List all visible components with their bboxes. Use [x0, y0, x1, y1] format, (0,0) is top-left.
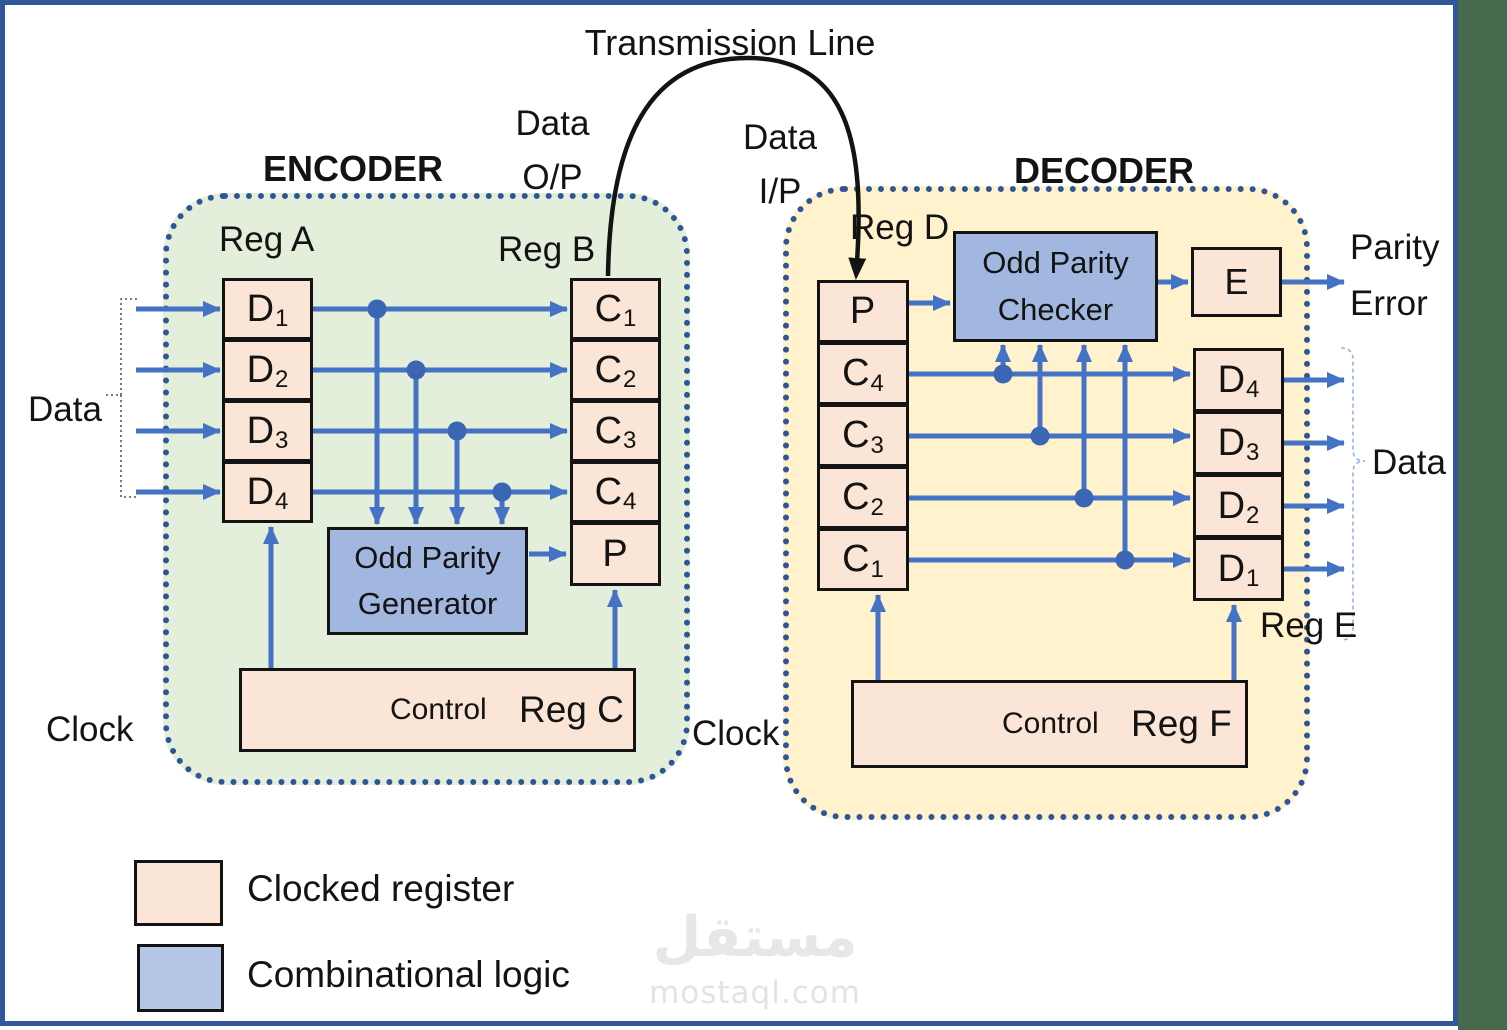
cell-label: C: [594, 348, 623, 391]
odd-parity-checker-box: Odd Parity Checker: [953, 231, 1158, 342]
cell-label: D: [246, 348, 275, 391]
parity-error-label-line2: Error: [1350, 284, 1428, 323]
cell-subscript: 3: [275, 427, 289, 454]
cell-subscript: 2: [870, 493, 884, 521]
cell-label: C: [842, 352, 870, 394]
checker-label-line2: Checker: [997, 291, 1114, 327]
reg-f-label: Reg F: [1131, 703, 1232, 744]
generator-label-line2: Generator: [357, 586, 498, 621]
cell-label: D: [1217, 484, 1246, 527]
reg-b-label: Reg B: [498, 230, 596, 269]
cell-label: E: [1224, 261, 1249, 302]
cell-label: D: [246, 409, 275, 452]
cell-subscript: 1: [275, 305, 289, 332]
parity-error-label-line1: Parity: [1350, 228, 1440, 267]
clock-right-label: Clock: [692, 714, 780, 753]
cell-label: C: [594, 470, 623, 513]
watermark-url: mostaql.com: [649, 975, 861, 1011]
reg-d-cell-p: P: [817, 280, 909, 343]
cell-label: D: [246, 287, 275, 330]
encoder-title: ENCODER: [263, 148, 444, 189]
generator-label-line1: Odd Parity: [354, 539, 501, 575]
legend-swatch-clocked-register: [134, 860, 223, 926]
clock-left-label: Clock: [46, 710, 134, 749]
legend-label-clocked-register: Clocked register: [247, 868, 515, 909]
cell-subscript: 4: [1246, 376, 1260, 403]
cell-subscript: 3: [870, 431, 884, 459]
data-op-label-line1: Data: [515, 104, 590, 143]
transmission-line-label: Transmission Line: [584, 22, 876, 63]
reg-e-label: Reg E: [1260, 606, 1358, 645]
cell-label: D: [1217, 421, 1246, 464]
cell-subscript: 1: [1246, 565, 1260, 592]
reg-d-label: Reg D: [850, 208, 950, 247]
cell-subscript: 3: [623, 427, 637, 454]
cell-subscript: 2: [275, 366, 289, 393]
reg-a-label: Reg A: [219, 220, 315, 259]
control-label: Control: [1002, 707, 1099, 740]
cell-label: C: [594, 287, 623, 330]
cell-subscript: 4: [623, 488, 637, 515]
watermark-logo: مستقل: [652, 905, 858, 970]
legend-swatch-combinational-logic: [137, 944, 224, 1012]
cell-subscript: 3: [1246, 439, 1260, 466]
cell-subscript: 1: [870, 555, 884, 583]
cell-label: C: [842, 414, 870, 456]
cell-label: C: [842, 538, 870, 580]
control-reg-c-box: Control Reg C: [239, 668, 636, 752]
data-ip-label-line2: I/P: [758, 172, 802, 211]
e-box: E: [1191, 247, 1282, 317]
data-right-label: Data: [1372, 443, 1446, 482]
cell-label: C: [594, 409, 623, 452]
cell-label: D: [1217, 358, 1246, 401]
odd-parity-generator-box: Odd Parity Generator: [327, 527, 528, 635]
control-label: Control: [390, 693, 487, 726]
data-left-label: Data: [28, 390, 102, 429]
cell-subscript: 2: [623, 366, 637, 393]
data-op-label-line2: O/P: [522, 158, 583, 197]
reg-c-label: Reg C: [519, 689, 624, 730]
cell-label: P: [602, 532, 628, 575]
right-green-strip: [1458, 0, 1507, 1030]
data-ip-label-line1: Data: [743, 118, 817, 157]
cell-label: C: [842, 476, 870, 518]
cell-label: D: [246, 470, 275, 513]
checker-label-line1: Odd Parity: [982, 245, 1129, 280]
cell-subscript: 2: [1246, 502, 1260, 529]
cell-label: D: [1217, 547, 1246, 590]
cell-label: P: [849, 290, 876, 332]
cell-subscript: 4: [870, 369, 884, 397]
cell-subscript: 1: [623, 305, 637, 332]
control-reg-f-box: Control Reg F: [851, 680, 1248, 768]
legend-label-combinational-logic: Combinational logic: [247, 954, 570, 995]
reg-b-cell-p: P: [570, 522, 661, 586]
decoder-title: DECODER: [1014, 150, 1195, 191]
cell-subscript: 4: [275, 488, 289, 515]
